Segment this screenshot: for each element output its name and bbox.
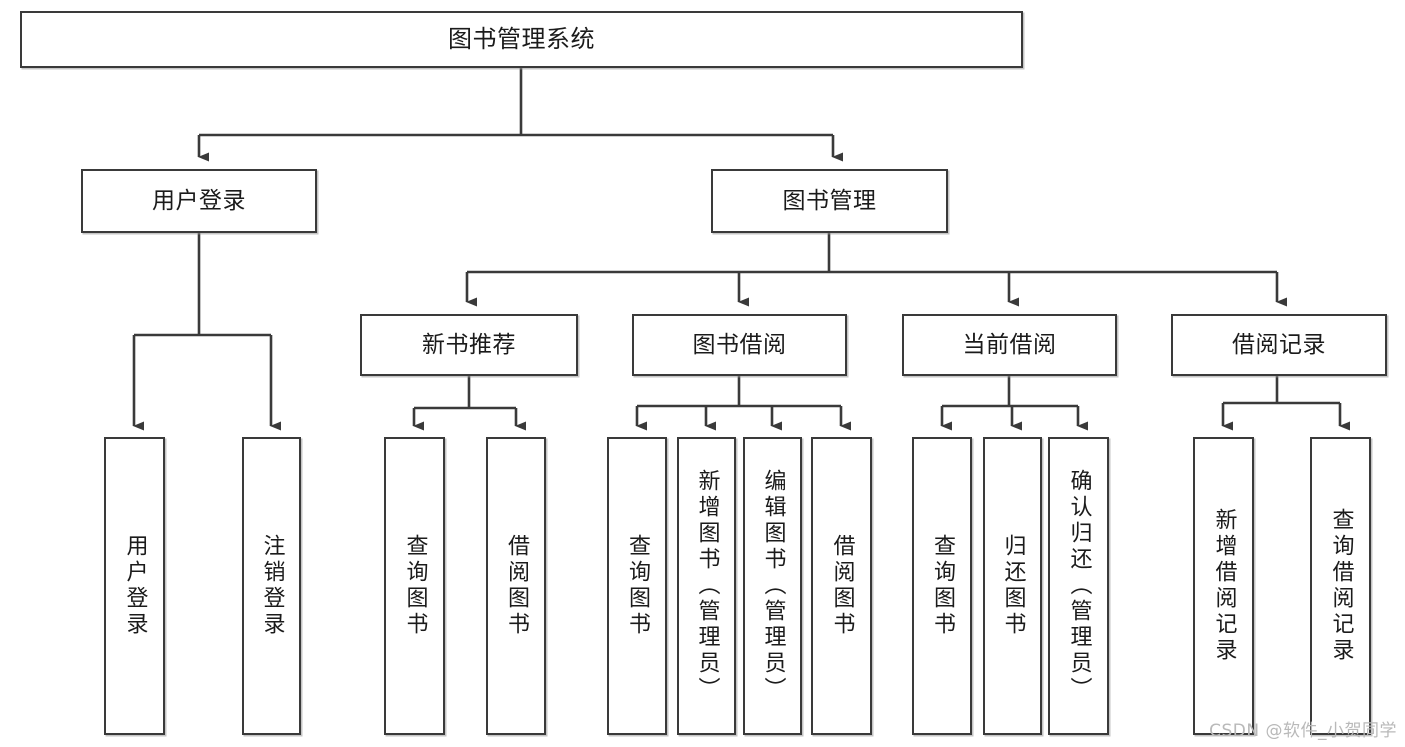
leaf-label: 查询借阅记录 — [1328, 508, 1354, 664]
node-label: 图书借阅 — [692, 331, 787, 358]
leaf-borrow-add-book-admin[interactable]: 新增图书（管理员） — [677, 437, 736, 735]
leaf-label: 确认归还（管理员） — [1066, 469, 1092, 703]
leaf-current-confirm-return-admin[interactable]: 确认归还（管理员） — [1048, 437, 1109, 735]
node-label: 当前借阅 — [962, 331, 1057, 358]
leaf-label: 查询图书 — [402, 534, 428, 638]
leaf-label: 新增图书（管理员） — [694, 469, 720, 703]
node-label: 图书管理系统 — [448, 24, 595, 53]
leaf-record-add-borrow-record[interactable]: 新增借阅记录 — [1193, 437, 1254, 735]
node-borrow-record[interactable]: 借阅记录 — [1171, 314, 1387, 376]
leaf-label: 新增借阅记录 — [1211, 508, 1237, 664]
leaf-newbook-borrow-book[interactable]: 借阅图书 — [486, 437, 546, 735]
node-book-borrow[interactable]: 图书借阅 — [632, 314, 847, 376]
node-label: 图书管理 — [782, 187, 877, 214]
leaf-current-return-book[interactable]: 归还图书 — [983, 437, 1042, 735]
leaf-label: 借阅图书 — [829, 534, 855, 638]
leaf-borrow-borrow-book[interactable]: 借阅图书 — [811, 437, 872, 735]
node-label: 用户登录 — [152, 187, 246, 214]
leaf-label: 归还图书 — [1000, 534, 1026, 638]
leaf-login-logout[interactable]: 注销登录 — [242, 437, 301, 735]
leaf-borrow-edit-book-admin[interactable]: 编辑图书（管理员） — [743, 437, 802, 735]
leaf-label: 用户登录 — [122, 534, 148, 638]
node-current-borrow[interactable]: 当前借阅 — [902, 314, 1117, 376]
node-user-login[interactable]: 用户登录 — [81, 169, 317, 233]
node-label: 新书推荐 — [422, 331, 516, 358]
leaf-label: 编辑图书（管理员） — [760, 469, 786, 703]
leaf-label: 借阅图书 — [504, 534, 529, 638]
leaf-current-query-book[interactable]: 查询图书 — [912, 437, 972, 735]
leaf-label: 查询图书 — [625, 534, 650, 638]
leaf-record-query-borrow-record[interactable]: 查询借阅记录 — [1310, 437, 1371, 735]
node-label: 借阅记录 — [1232, 331, 1326, 358]
leaf-borrow-query-book[interactable]: 查询图书 — [607, 437, 667, 735]
leaf-label: 注销登录 — [259, 534, 285, 638]
node-book-management[interactable]: 图书管理 — [711, 169, 948, 233]
csdn-watermark: CSDN @软件_小贺同学 — [1209, 721, 1397, 741]
leaf-login-user-login[interactable]: 用户登录 — [104, 437, 165, 735]
leaf-label: 查询图书 — [930, 534, 955, 638]
node-root-system[interactable]: 图书管理系统 — [20, 11, 1023, 68]
leaf-newbook-query-book[interactable]: 查询图书 — [384, 437, 445, 735]
node-new-book-recommend[interactable]: 新书推荐 — [360, 314, 578, 376]
